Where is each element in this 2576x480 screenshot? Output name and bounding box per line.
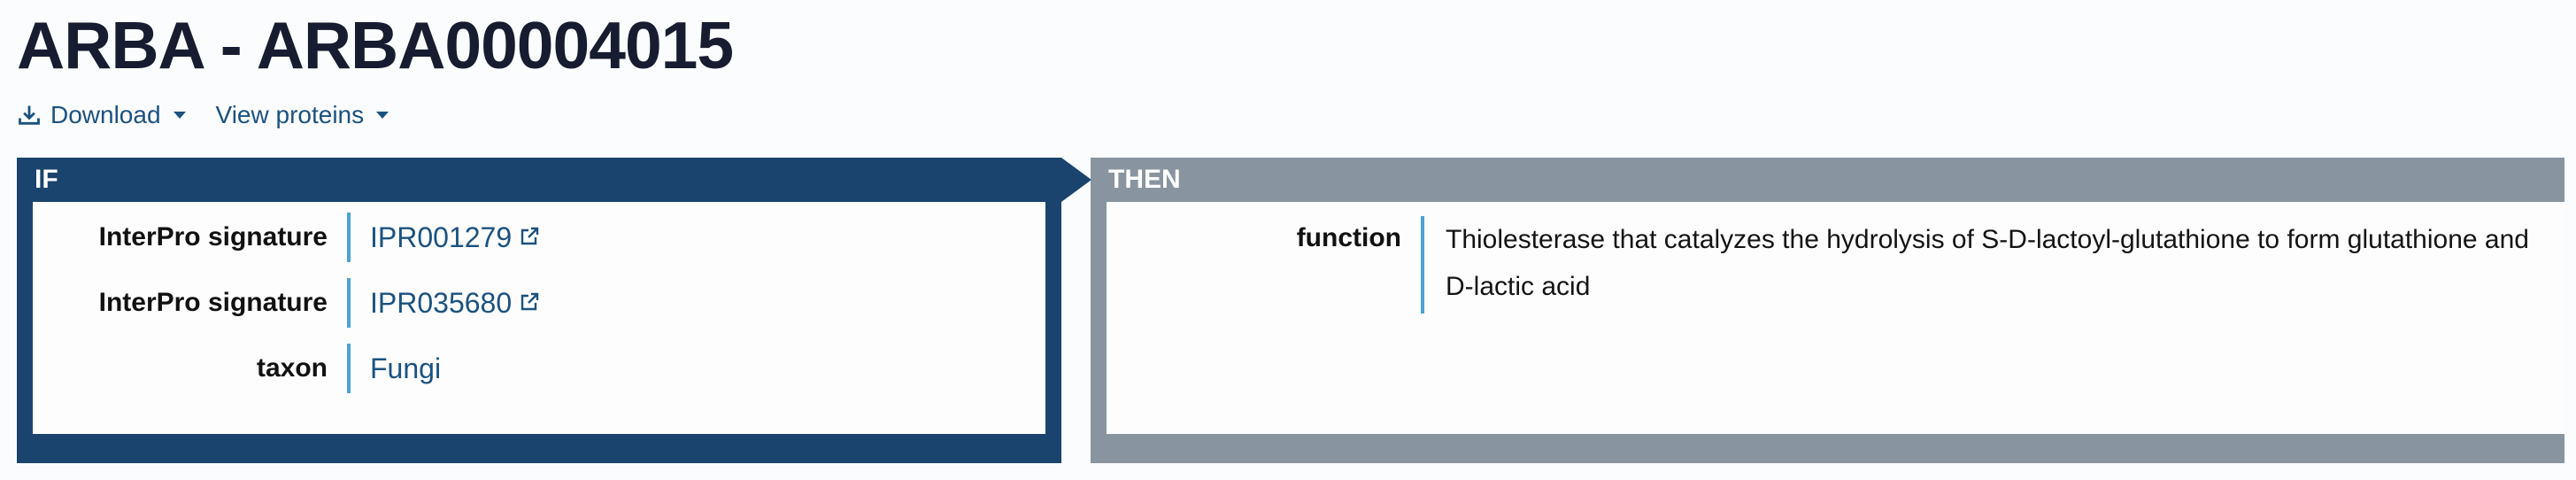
condition-label: InterPro signature	[98, 222, 328, 252]
caret-down-icon	[173, 112, 186, 119]
interpro-link[interactable]: IPR035680	[351, 287, 540, 320]
toolbar: Download View proteins	[17, 101, 419, 129]
interpro-link-text: IPR035680	[370, 286, 513, 319]
annotation-value: Thiolesterase that catalyzes the hydroly…	[1446, 225, 2529, 301]
taxon-link[interactable]: Fungi	[351, 352, 441, 385]
interpro-link-text: IPR001279	[370, 221, 513, 253]
if-label: IF	[35, 165, 58, 194]
then-annotations: function Thiolesterase that catalyzes th…	[1107, 202, 2564, 434]
view-proteins-button[interactable]: View proteins	[216, 101, 389, 129]
condition-row: InterPro signature IPR035680	[33, 278, 540, 328]
then-label: THEN	[1108, 165, 1181, 194]
download-button[interactable]: Download	[17, 101, 186, 129]
if-conditions: InterPro signature IPR001279 InterPro si…	[33, 202, 1045, 434]
if-arrow	[1061, 158, 1091, 202]
condition-label: taxon	[256, 353, 328, 383]
download-label: Download	[50, 101, 161, 128]
caret-down-icon	[376, 112, 389, 119]
external-link-icon	[519, 287, 540, 320]
condition-separator	[347, 344, 351, 393]
annotation-separator	[1421, 216, 1424, 314]
if-panel: IF InterPro signature IPR001279 InterPro…	[17, 158, 1061, 463]
annotation-row: function Thiolesterase that catalyzes th…	[1107, 216, 2543, 314]
external-link-icon	[519, 221, 540, 254]
annotation-key: function	[1296, 223, 1401, 252]
then-panel: THEN function Thiolesterase that catalyz…	[1091, 158, 2564, 463]
condition-row: InterPro signature IPR001279	[33, 213, 540, 262]
condition-label: InterPro signature	[98, 288, 328, 317]
view-proteins-label: View proteins	[215, 101, 365, 128]
interpro-link[interactable]: IPR001279	[351, 221, 540, 254]
download-icon	[17, 103, 42, 128]
page-title: ARBA - ARBA00004015	[17, 8, 734, 82]
condition-row: taxon Fungi	[33, 344, 441, 393]
taxon-link-text: Fungi	[370, 352, 442, 384]
condition-separator	[347, 213, 351, 262]
condition-separator	[347, 278, 351, 328]
